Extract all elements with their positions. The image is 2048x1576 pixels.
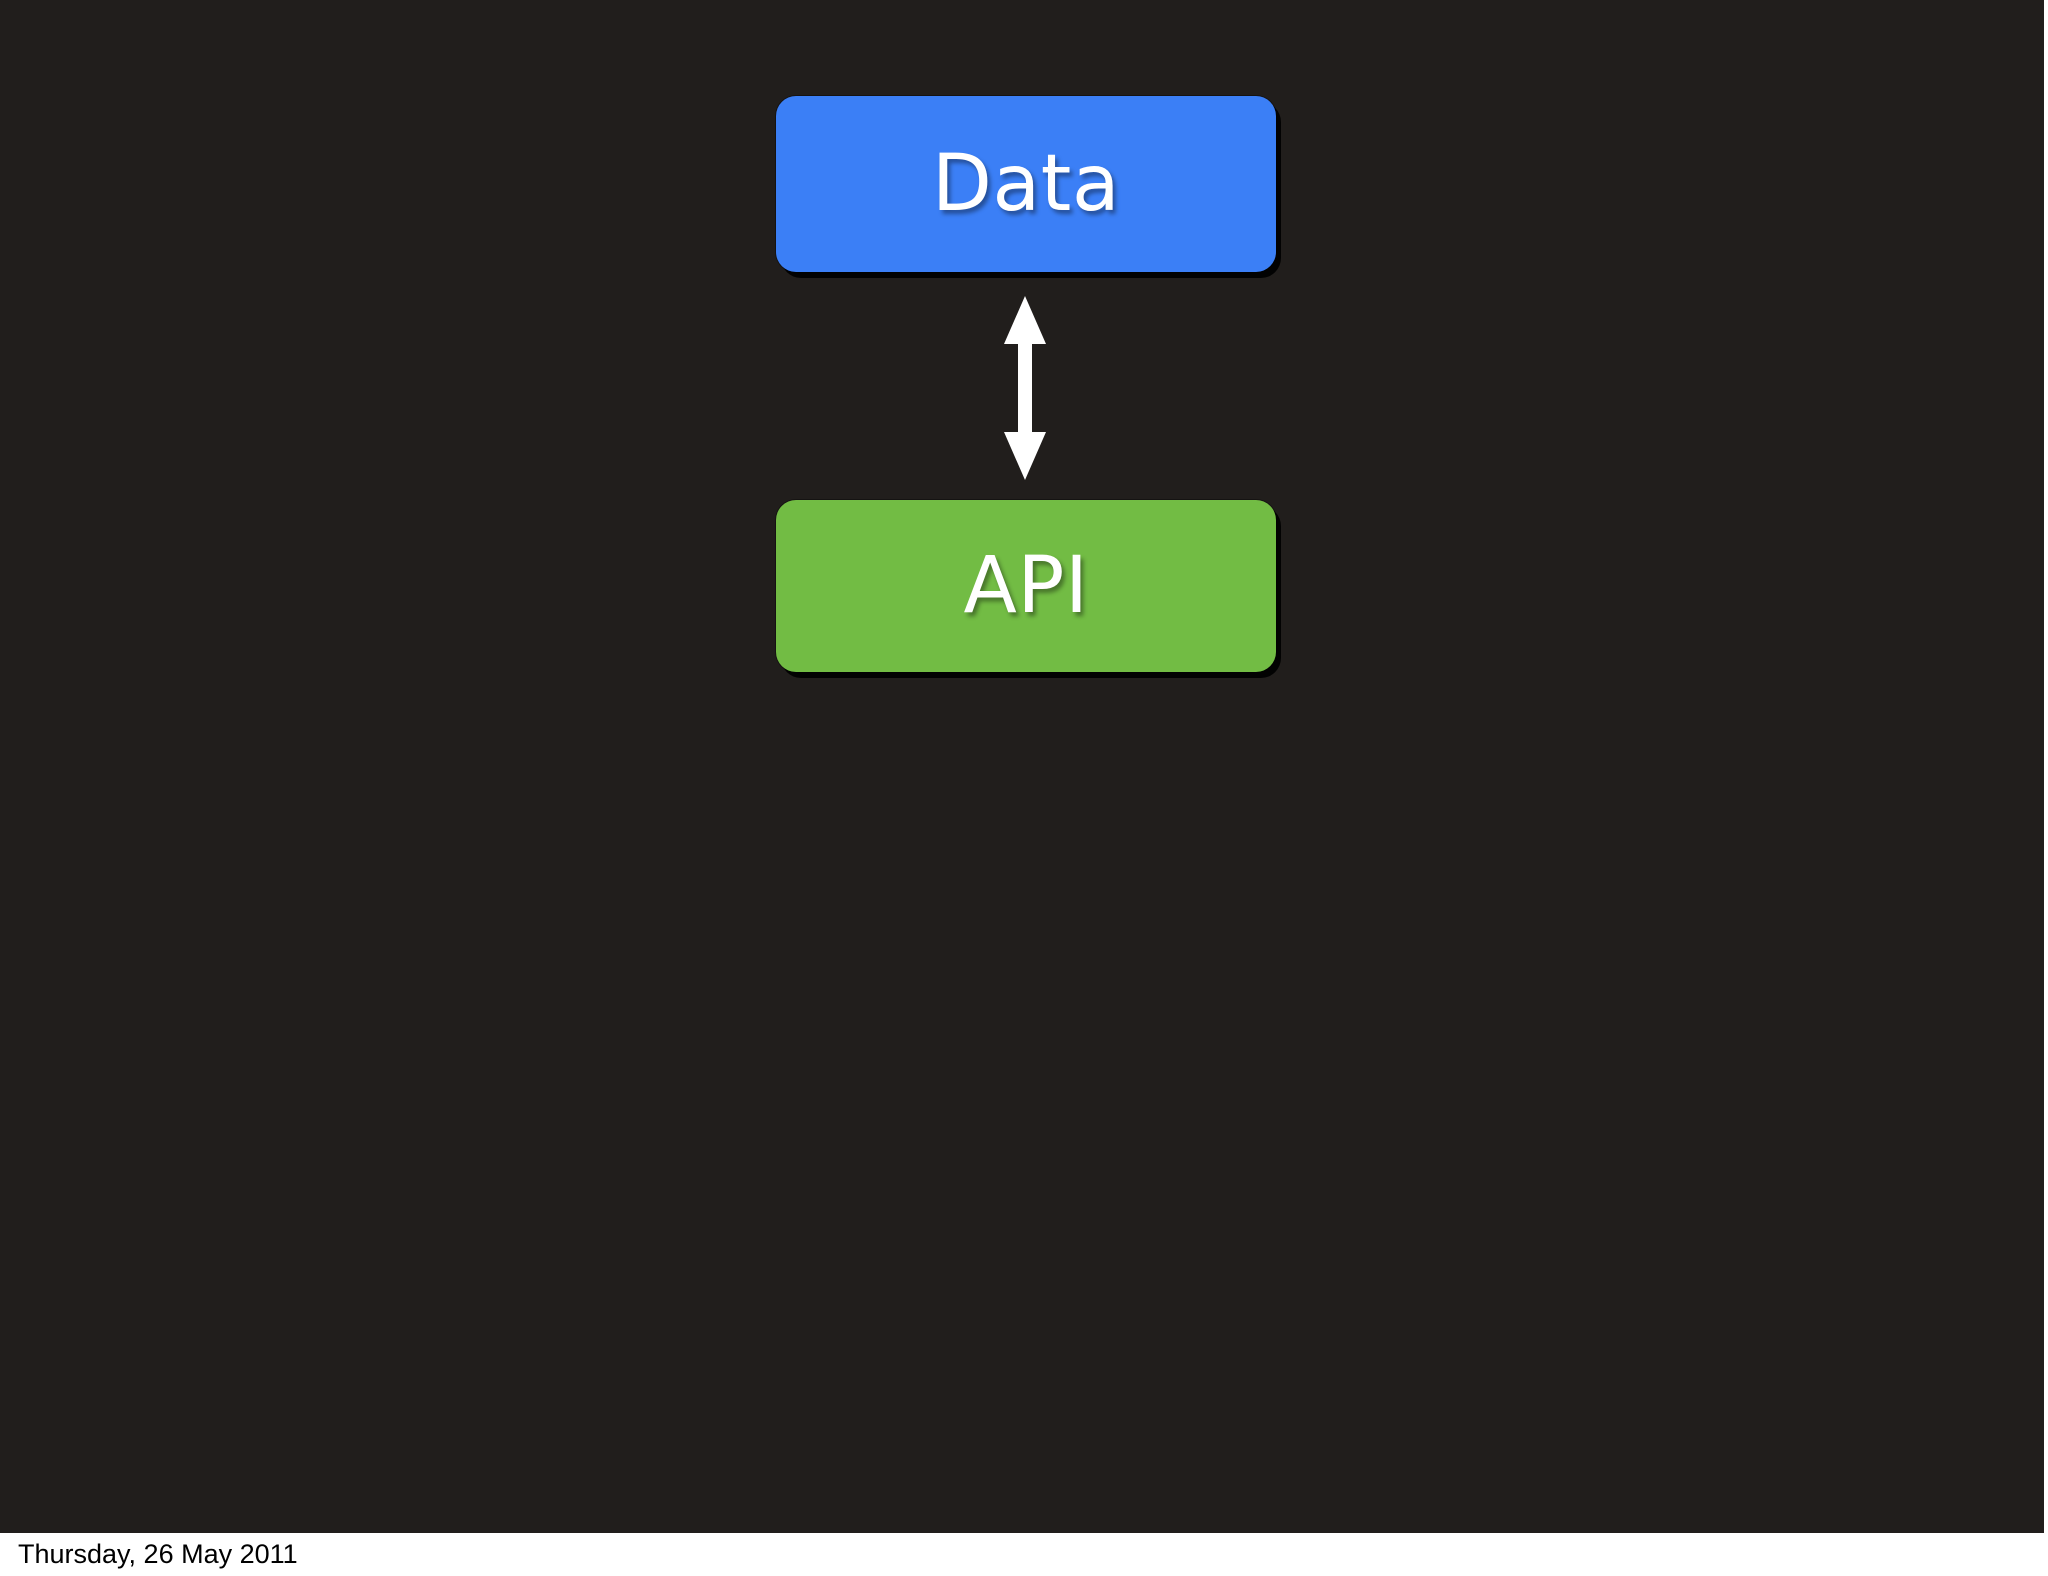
double-arrow-svg (1004, 296, 1046, 480)
diagram-node-api-label: API (963, 541, 1089, 631)
diagram-node-api[interactable]: API (776, 500, 1276, 672)
footer-date-text: Thursday, 26 May 2011 (18, 1539, 298, 1569)
diagram-node-data[interactable]: Data (776, 96, 1276, 272)
slide-canvas: Data API (0, 0, 2044, 1533)
double-arrow-icon (985, 294, 1065, 482)
double-arrow-shape (1004, 296, 1046, 480)
slide-footer: Thursday, 26 May 2011 (0, 1533, 2048, 1576)
diagram-node-data-label: Data (931, 139, 1121, 229)
